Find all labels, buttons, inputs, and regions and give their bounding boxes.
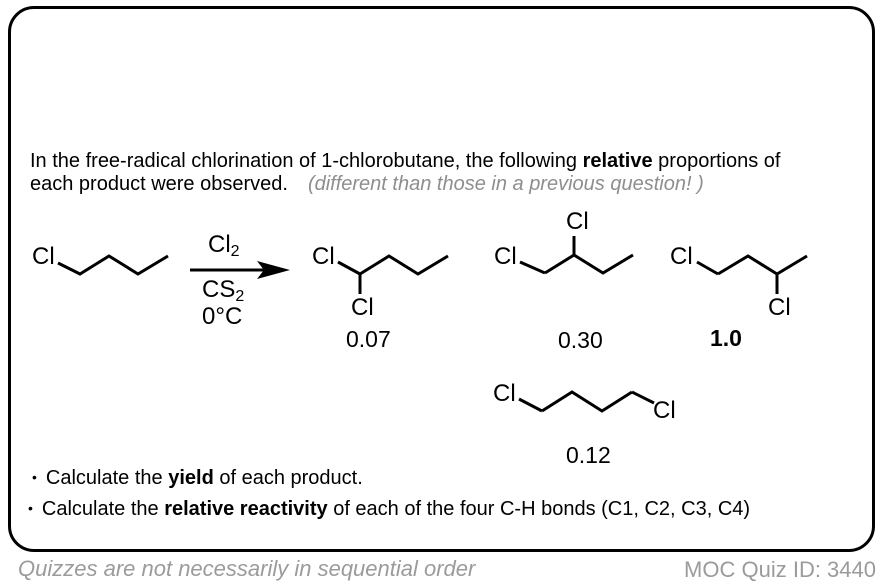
condition-temperature-label: 0°C [202, 303, 243, 330]
footer-sequential-note: Quizzes are not necessarily in sequentia… [18, 556, 476, 581]
bullet-icon: • [32, 469, 37, 485]
question-line1-post: proportions of [652, 150, 781, 172]
question-line-2: each product were observed. (different th… [30, 173, 866, 196]
question-line1-pre: In the free-radical chlorination of 1-ch… [30, 150, 583, 172]
question-aside-note: (different than those in a previous ques… [307, 173, 704, 195]
product2-proportion-value: 0.30 [558, 327, 603, 353]
product4-cl-left-label: Cl [493, 380, 516, 407]
product1-proportion-value: 0.07 [346, 326, 391, 352]
question-line-1: In the free-radical chlorination of 1-ch… [30, 150, 866, 173]
product1-cl-front-label: Cl [312, 243, 335, 270]
task2-post: of each of the four C-H bonds (C1, C2, C… [327, 498, 751, 520]
product3-cl-down-label: Cl [768, 294, 791, 321]
condition-cl2-sub: 2 [230, 243, 240, 260]
quiz-id-label: MOC Quiz ID: 3440 [684, 557, 876, 582]
bullet-icon: • [28, 500, 33, 516]
task2-pre: Calculate the [41, 498, 165, 520]
task2-bold: relative reactivity [164, 498, 328, 520]
product4-proportion-value: 0.12 [566, 442, 611, 468]
task-item-yield: • Calculate the yield of each product. [32, 466, 363, 490]
condition-cs2-sub: 2 [235, 288, 245, 305]
quiz-card-border [8, 6, 875, 552]
product3-cl-front-label: Cl [670, 243, 693, 270]
task1-bold: yield [168, 467, 214, 489]
product1-cl-down-label: Cl [351, 294, 374, 321]
reactant-cl-label: Cl [32, 243, 55, 270]
product3-proportion-value: 1.0 [710, 325, 742, 351]
product2-cl-up-label: Cl [566, 208, 589, 235]
task1-post: of each product. [213, 467, 363, 489]
condition-cl2-label: Cl2 [208, 233, 240, 260]
condition-cs2-label: CS2 [202, 278, 244, 305]
task-item-relative-reactivity: • Calculate the relative reactivity of ea… [28, 497, 750, 521]
product2-cl-front-label: Cl [494, 243, 517, 270]
question-text: In the free-radical chlorination of 1-ch… [30, 150, 866, 196]
product4-cl-right-label: Cl [653, 397, 676, 424]
question-bold-relative: relative [582, 150, 653, 172]
question-line2-text: each product were observed. [30, 173, 288, 195]
condition-cl2-base: Cl [208, 231, 231, 258]
condition-cs2-base: CS [202, 276, 236, 303]
task1-pre: Calculate the [45, 467, 169, 489]
